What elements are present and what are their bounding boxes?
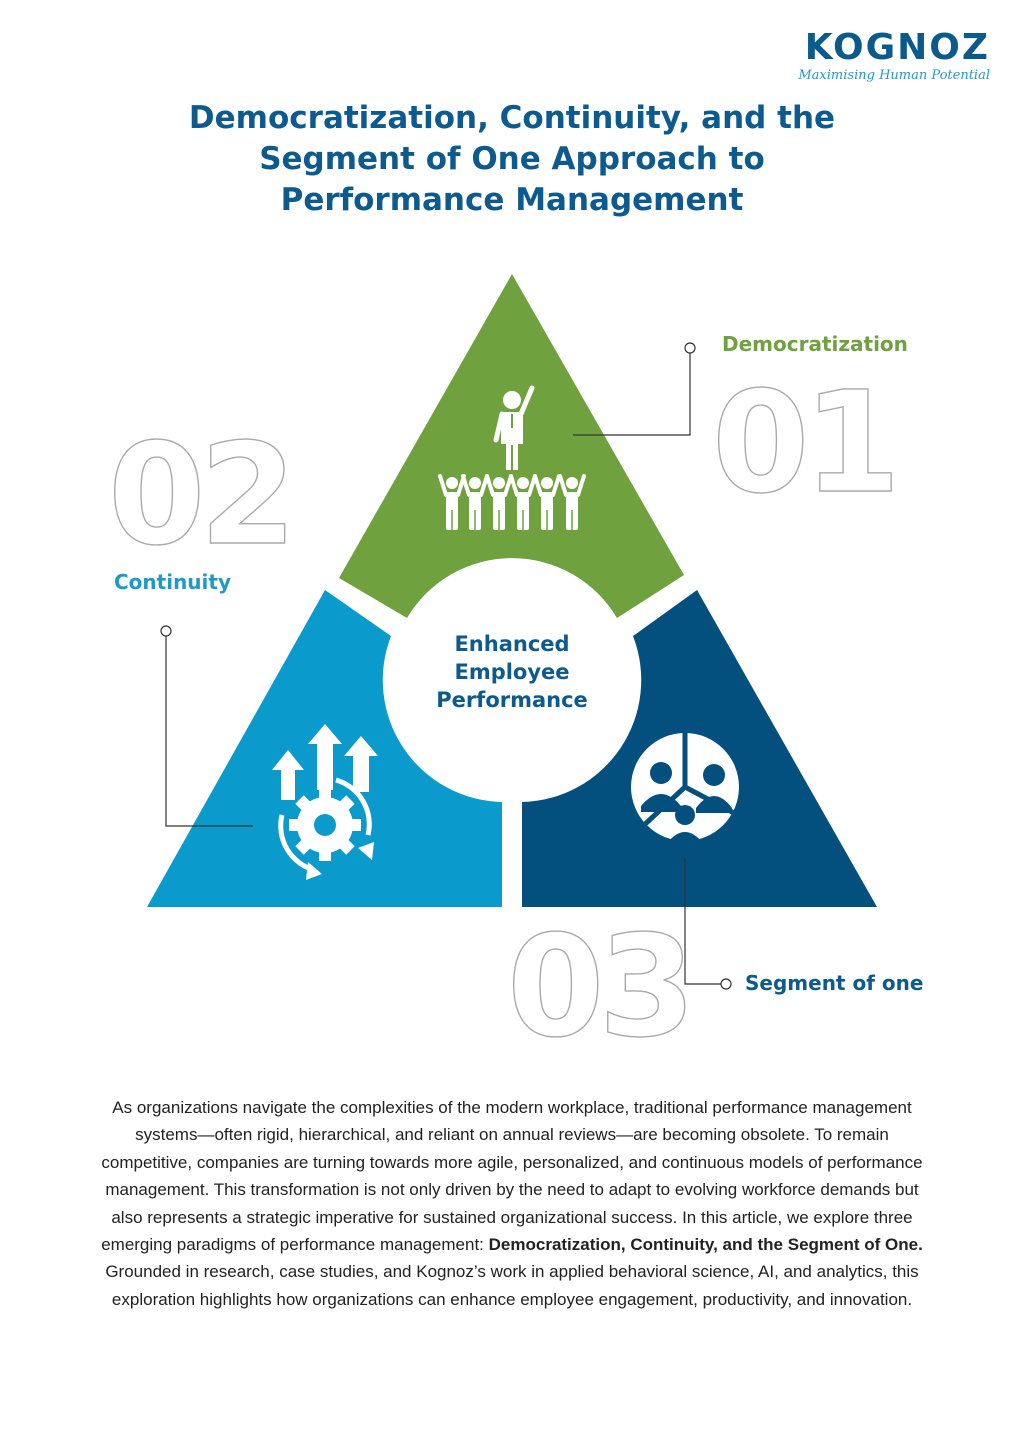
center-line-3: Performance — [436, 688, 588, 712]
center-line-2: Employee — [454, 660, 570, 684]
label-democratization: Democratization — [722, 332, 908, 356]
label-continuity: Continuity — [114, 570, 232, 594]
leader-line-segment-of-one — [684, 858, 732, 990]
leader-crowd-icon — [438, 385, 586, 530]
segment-democratization — [339, 274, 684, 618]
people-pie-icon — [631, 731, 739, 846]
center-line-1: Enhanced — [454, 632, 570, 656]
page-title: Democratization, Continuity, and the Seg… — [188, 100, 836, 218]
intro-paragraph: As organizations navigate the complexiti… — [100, 1094, 924, 1313]
intro-text-end: Grounded in research, case studies, and … — [105, 1262, 919, 1309]
number-03: 03 — [507, 906, 690, 1069]
intro-text-start: As organizations navigate the complexiti… — [101, 1098, 923, 1255]
logo-wordmark: KOGNOZ — [804, 27, 990, 68]
leader-line-democratization — [573, 342, 696, 436]
logo-tagline: Maximising Human Potential — [798, 68, 990, 83]
kognoz-logo: KOGNOZ Maximising Human Potential — [798, 27, 990, 84]
gear-growth-arrows-icon — [272, 724, 378, 880]
number-01: 01 — [712, 362, 895, 525]
label-segment-of-one: Segment of one — [745, 971, 924, 995]
number-02: 02 — [108, 414, 291, 577]
leader-line-continuity — [160, 625, 253, 827]
center-label: Enhanced Employee Performance — [410, 630, 614, 714]
intro-bold-paradigms: Democratization, Continuity, and the Seg… — [488, 1235, 923, 1255]
